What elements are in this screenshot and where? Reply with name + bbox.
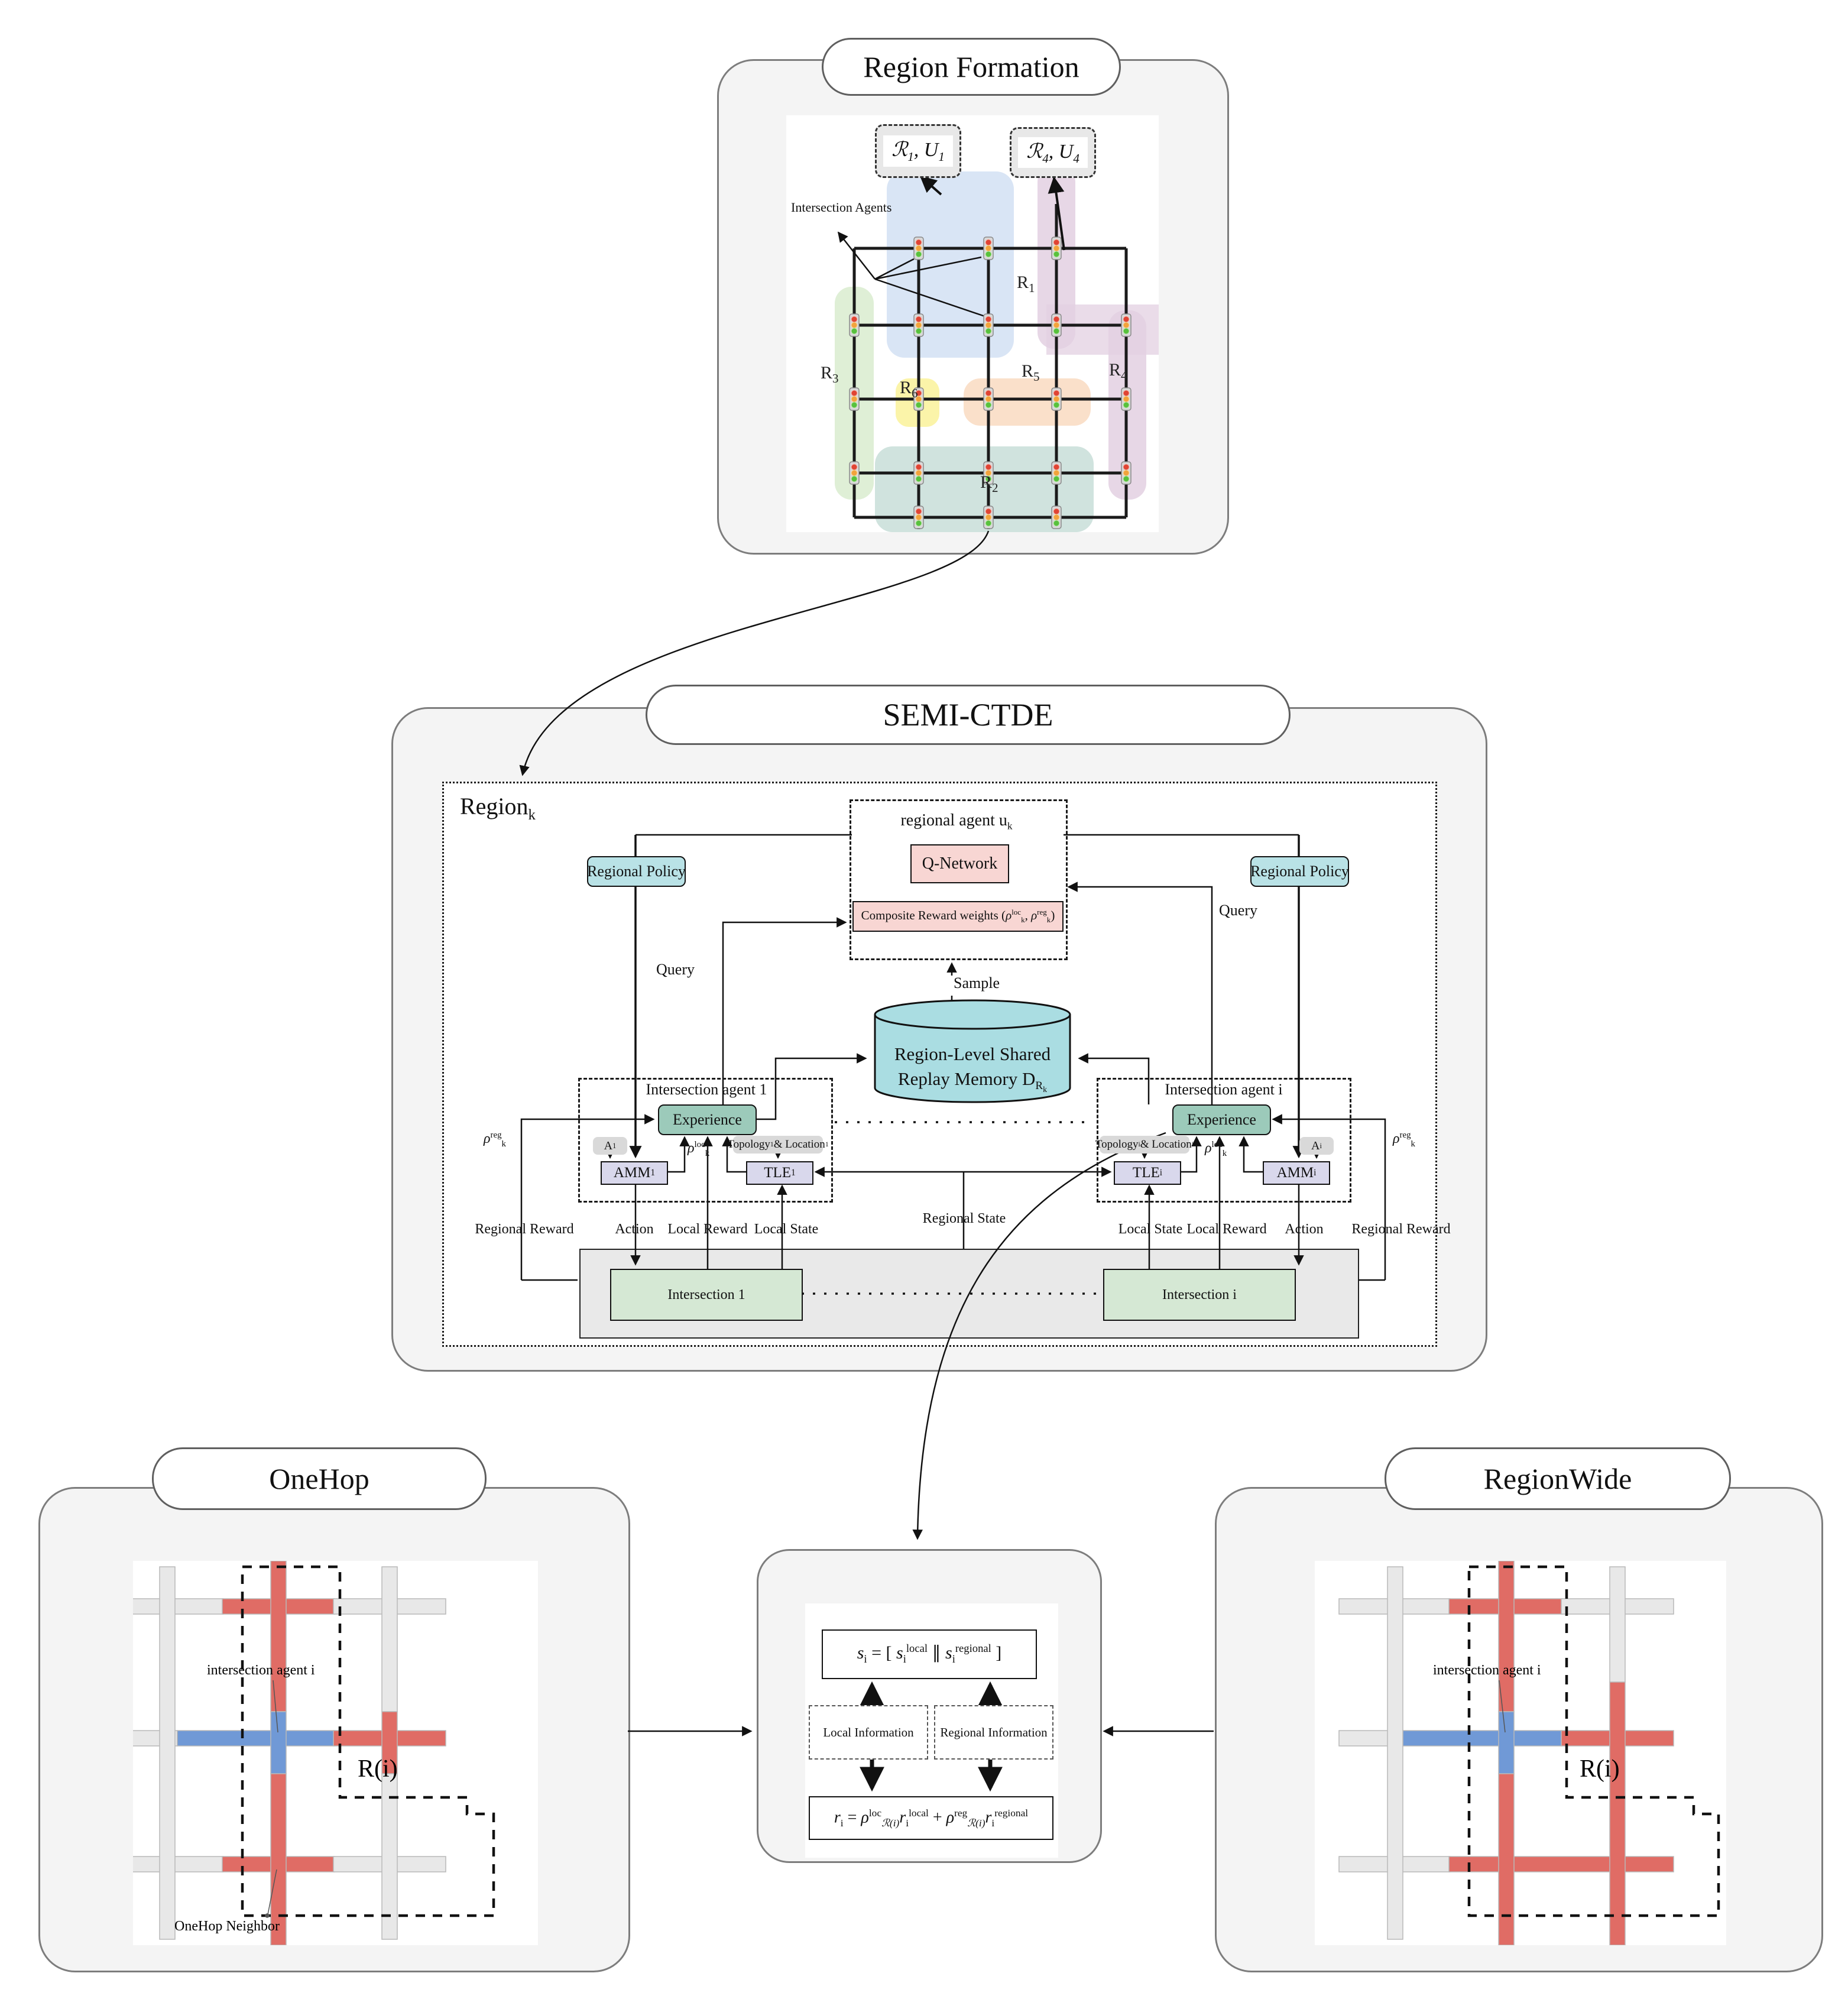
region-formation-title-text: Region Formation (863, 50, 1079, 83)
region1-utility-box: ℛ1, U1 (875, 124, 961, 178)
action-label-right: Action (1285, 1222, 1324, 1237)
region1-utility-text: ℛ1, U1 (883, 135, 953, 167)
region-formation-canvas: R1 R2 R3 R4 R5 R6 (786, 115, 1159, 532)
onehop-title-text: OneHop (269, 1462, 369, 1495)
regionwide-title-text: RegionWide (1483, 1462, 1632, 1495)
region-r1-highlight (887, 171, 1014, 358)
region-r5-label: R5 (1022, 361, 1040, 384)
region4-utility-box: ℛ4, U4 (1010, 127, 1096, 178)
semi-ctde-title: SEMI-CTDE (646, 685, 1291, 745)
regional-policy-left: Regional Policy (587, 856, 686, 887)
regional-agent-label: regional agent uk (900, 811, 1013, 832)
regionwide-roads (1338, 1561, 1674, 1945)
onehop-neighbor-label: OneHop Neighbor (174, 1919, 280, 1934)
experience-box-1: Experience (658, 1104, 757, 1135)
experience-box-i: Experience (1172, 1104, 1271, 1135)
rho-loc-label-i: ρlock (1205, 1140, 1227, 1158)
onehop-pointer-lines (265, 1680, 278, 1918)
agent-pointer-lines (837, 231, 985, 317)
regionwide-region-boundary (1467, 1565, 1720, 1917)
region-r2-highlight (875, 446, 1094, 532)
regionwide-canvas: intersection agent i R(i) (1315, 1561, 1726, 1945)
regionwide-grid: intersection agent i R(i) (1338, 1561, 1720, 1945)
state-formula-box: si = [ silocal ∥ siregional ] (822, 1629, 1037, 1679)
region-r5-highlight (964, 378, 1091, 426)
replay-memory-cylinder (874, 999, 1071, 1103)
intersections-bar: Intersection 1 Intersection i (579, 1249, 1359, 1339)
reward-formula-box: ri = ρlocℛ(i)rilocal + ρregℛ(i)riregiona… (809, 1796, 1053, 1840)
local-reward-label-right: Local Reward (1186, 1222, 1267, 1237)
reward-formula: ri = ρlocℛ(i)rilocal + ρregℛ(i)riregiona… (834, 1807, 1029, 1829)
replay-memory-label: Region-Level Shared Replay Memory DRk (894, 1044, 1051, 1094)
intersection-1-box: Intersection 1 (610, 1269, 803, 1321)
q-network-box: Q-Network (910, 844, 1009, 883)
local-state-label-right: Local State (1118, 1222, 1183, 1237)
composite-reward-text: Composite Reward weights (ρlock, ρregk) (861, 908, 1055, 925)
rho-loc-label-1: ρlock (688, 1140, 710, 1158)
regional-agent-box (850, 799, 1068, 960)
intersection-agent-1-title: Intersection agent 1 (646, 1081, 767, 1098)
composite-reward-box: Composite Reward weights (ρlock, ρregk) (852, 901, 1064, 932)
local-information-box: Local Information (809, 1705, 928, 1760)
region-r2-label: R2 (980, 472, 998, 495)
region-highlights (835, 166, 1159, 532)
local-reward-label-left: Local Reward (667, 1222, 748, 1237)
intersection-i-box: Intersection i (1103, 1269, 1296, 1321)
region-formation-grid: R1 R2 R3 R4 R5 R6 (821, 166, 1159, 532)
region-k-label: Regionk (460, 793, 536, 823)
region-formation-title: Region Formation (822, 38, 1121, 96)
onehop-title: OneHop (152, 1447, 487, 1510)
region-r6-label: R6 (900, 378, 918, 400)
region4-utility-text: ℛ4, U4 (1018, 137, 1088, 169)
query-label-right: Query (1219, 902, 1257, 919)
query-label-left: Query (656, 961, 695, 978)
action-label-left: Action (615, 1222, 654, 1237)
region-r3-label: R3 (821, 363, 839, 385)
onehop-region-boundary (241, 1565, 495, 1917)
semi-ctde-title-text: SEMI-CTDE (883, 697, 1053, 733)
onehop-region-label: R(i) (358, 1755, 398, 1783)
region-r4-label: R4 (1109, 360, 1127, 383)
onehop-agent-label: intersection agent i (207, 1663, 315, 1678)
intersection-agents-label: Intersection Agents (791, 200, 892, 215)
regional-information-box: Regional Information (934, 1705, 1053, 1760)
intersection-agent-i-title: Intersection agent i (1165, 1081, 1283, 1098)
state-formula: si = [ silocal ∥ siregional ] (857, 1642, 1002, 1666)
regionwide-agent-label: intersection agent i (1433, 1663, 1541, 1678)
rho-reg-label-left: ρregk (484, 1130, 506, 1149)
regional-reward-label-right: Regional Reward (1351, 1222, 1451, 1237)
regionwide-title: RegionWide (1385, 1447, 1731, 1510)
region-assignment-arrows (919, 176, 1065, 251)
regional-reward-label-left: Regional Reward (475, 1222, 574, 1237)
region-labels: R1 R2 R3 R4 R5 R6 (821, 273, 1127, 495)
regionwide-pointer-lines (1499, 1680, 1506, 1733)
local-state-label-left: Local State (754, 1222, 819, 1237)
regionwide-region-label: R(i) (1580, 1755, 1620, 1783)
onehop-canvas: intersection agent i R(i) OneHop Neighbo… (133, 1561, 538, 1945)
region-r1-label: R1 (1017, 273, 1035, 295)
onehop-grid: intersection agent i R(i) OneHop Neighbo… (133, 1561, 495, 1945)
sample-label: Sample (954, 974, 1000, 992)
regional-policy-right: Regional Policy (1250, 856, 1349, 887)
onehop-roads (133, 1561, 446, 1945)
regional-state-label: Regional State (922, 1211, 1006, 1226)
rho-reg-label-right: ρregk (1393, 1130, 1415, 1149)
